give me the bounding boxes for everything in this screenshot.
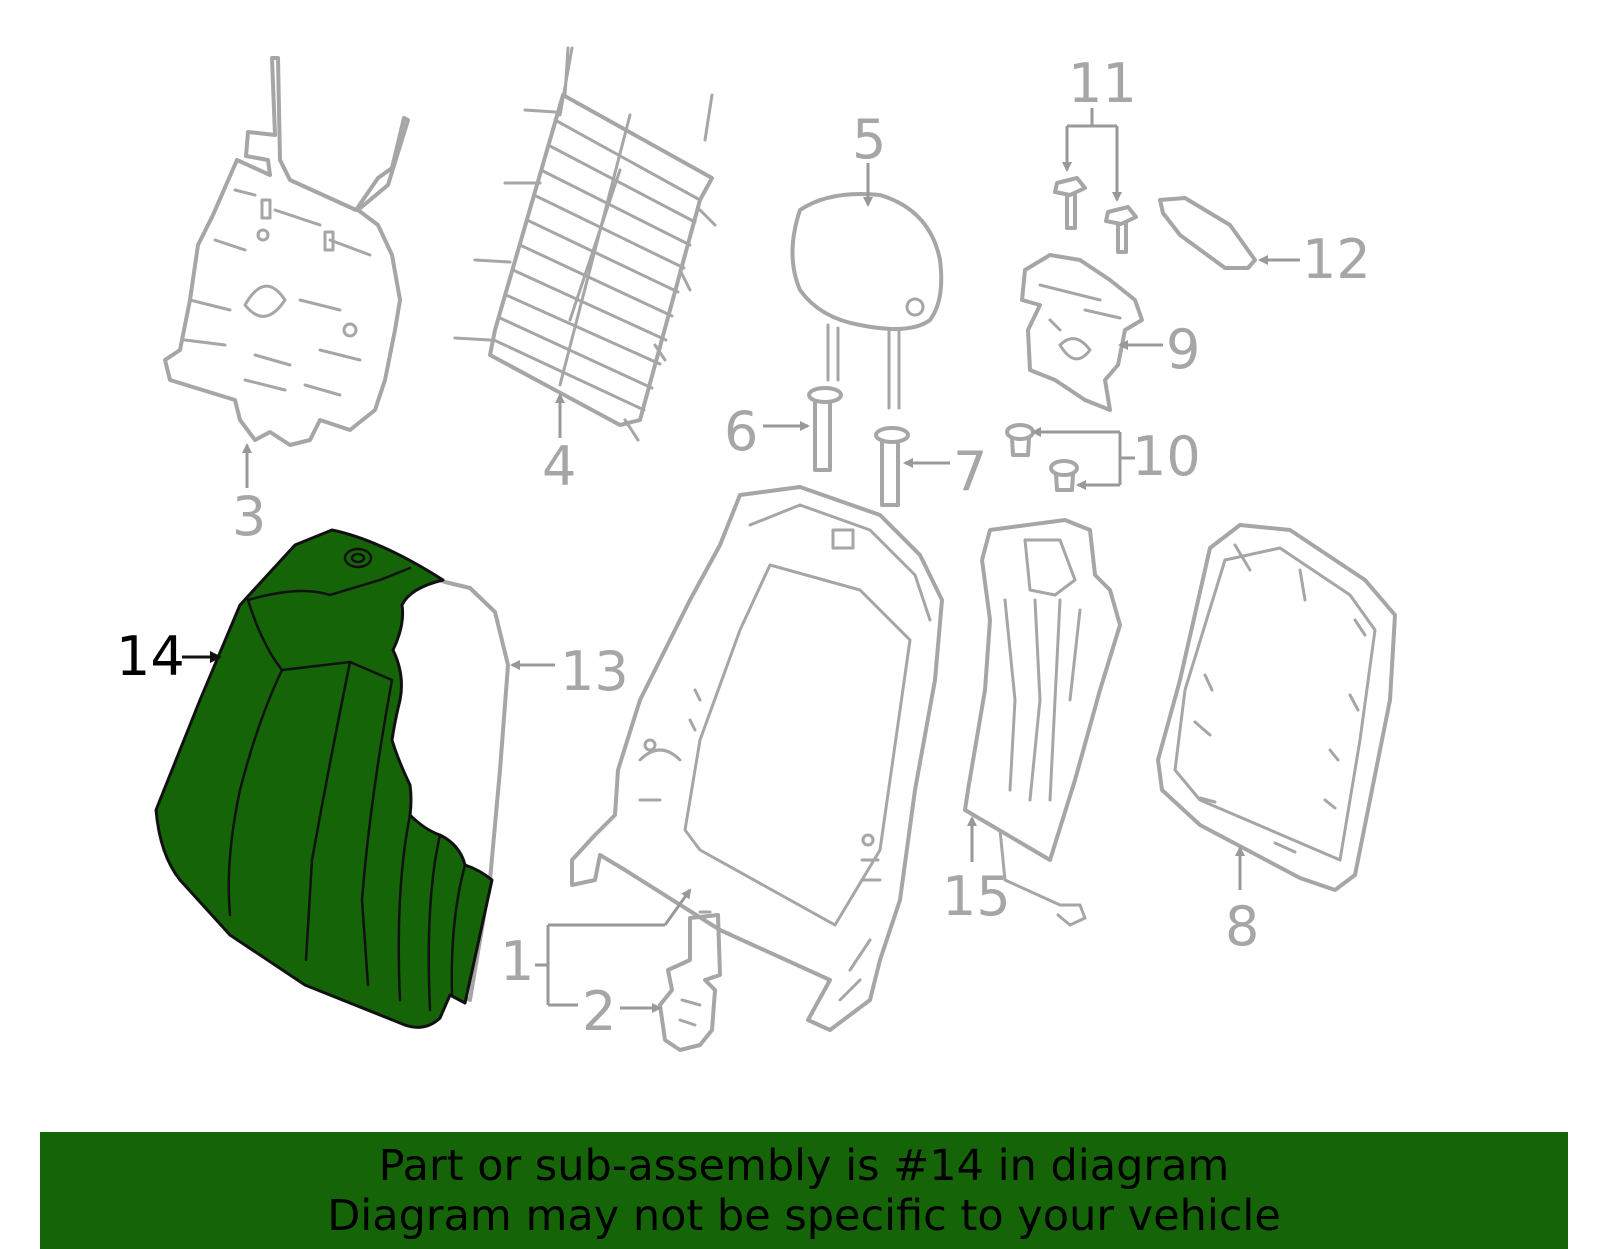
callout-1: 1 — [500, 930, 534, 993]
part-14-seat-back-cover[interactable] — [154, 528, 494, 1029]
part-1-seat-back-frame[interactable] — [570, 485, 944, 1032]
part-11-screws[interactable] — [1053, 176, 1138, 254]
parts-diagram: 1 2 3 4 5 6 7 8 9 10 11 12 13 14 15 — [116, 46, 1397, 1052]
callout-14: 14 — [116, 625, 185, 688]
callout-12: 12 — [1302, 228, 1371, 291]
banner-line-disclaimer: Diagram may not be specific to your vehi… — [327, 1190, 1281, 1241]
leader-10-bracket — [1118, 432, 1135, 485]
callout-7: 7 — [953, 440, 987, 503]
callout-8: 8 — [1225, 895, 1259, 958]
part-8-back-panel-trim[interactable] — [1156, 523, 1397, 892]
callout-13: 13 — [560, 640, 629, 703]
part-6-guide-sleeve[interactable] — [807, 386, 843, 472]
part-7-guide-sleeve[interactable] — [874, 426, 910, 507]
leader-2 — [548, 1005, 660, 1008]
callout-5: 5 — [852, 108, 886, 171]
callout-11: 11 — [1068, 52, 1137, 115]
part-10-clips[interactable] — [1005, 423, 1079, 492]
part-3-back-panel[interactable] — [163, 56, 410, 447]
callout-10: 10 — [1132, 425, 1201, 488]
part-9-recliner-bracket[interactable] — [1020, 253, 1144, 412]
callout-4: 4 — [542, 435, 576, 498]
part-2-recliner-motor[interactable] — [658, 910, 722, 1052]
info-banner: Part or sub-assembly is #14 in diagram D… — [40, 1132, 1568, 1249]
part-4-spring-mat[interactable] — [453, 46, 717, 442]
callout-3: 3 — [232, 485, 266, 548]
callout-6: 6 — [724, 400, 758, 463]
leader-1 — [663, 888, 692, 926]
callout-labels: 1 2 3 4 5 6 7 8 9 10 11 12 13 14 15 — [116, 52, 1371, 1043]
part-12-trim-cover[interactable] — [1158, 196, 1257, 270]
banner-line-part-number: Part or sub-assembly is #14 in diagram — [378, 1140, 1230, 1191]
leader-11-bracket — [1067, 108, 1117, 128]
leader-lines — [182, 108, 1300, 1008]
callout-9: 9 — [1166, 318, 1200, 381]
part-5-headrest[interactable] — [790, 192, 944, 410]
callout-2: 2 — [582, 980, 616, 1043]
callout-15: 15 — [942, 865, 1011, 928]
part-15-back-pad[interactable] — [963, 518, 1122, 927]
leader-1-bracket — [535, 923, 665, 1005]
